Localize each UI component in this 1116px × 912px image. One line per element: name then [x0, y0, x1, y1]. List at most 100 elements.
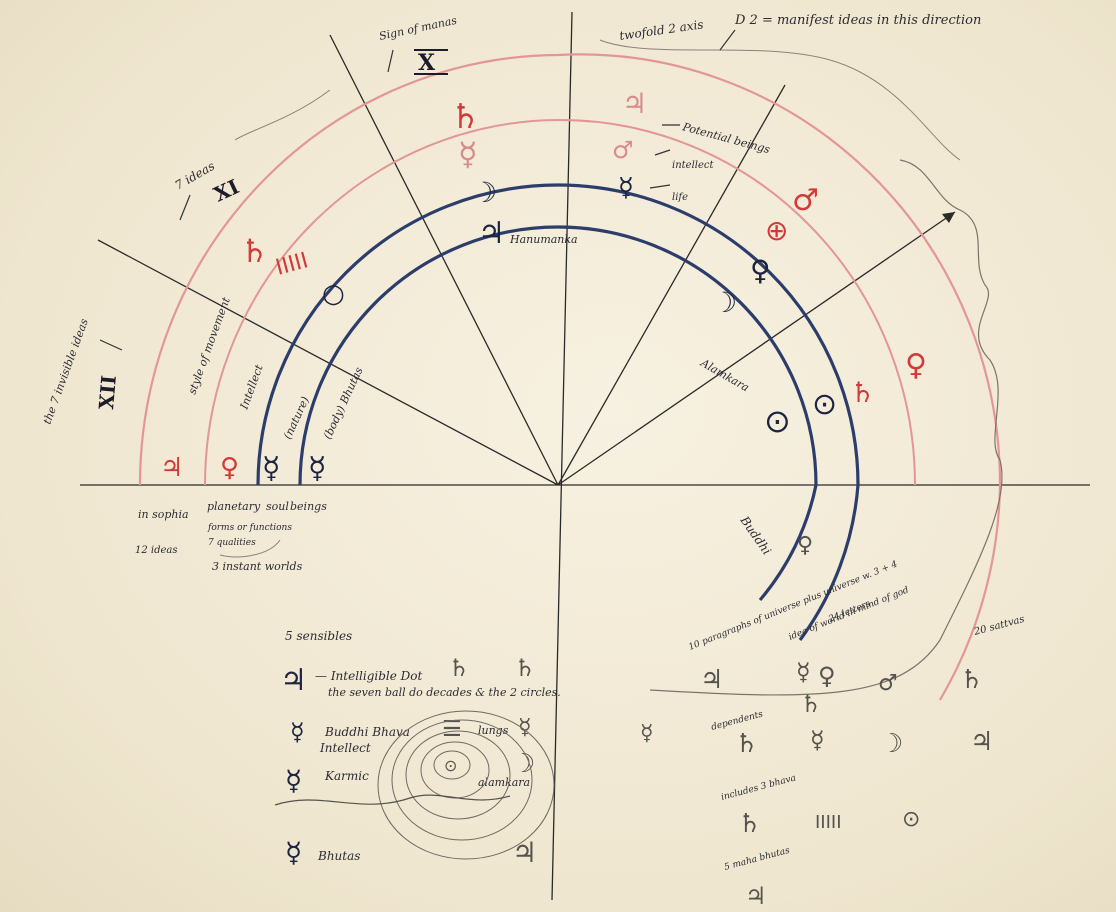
roman-xi: XI: [210, 174, 243, 206]
lingam-label: lungs: [478, 724, 509, 737]
five-maha-bhutas-note: 5 maha bhutas: [723, 846, 791, 873]
mercury-icon: ☿: [796, 658, 811, 686]
saturn-icon: ♄: [735, 729, 758, 759]
rings: [138, 53, 1002, 701]
roman-xii: XII: [94, 374, 121, 410]
lower-bracket: [219, 539, 281, 558]
jupiter-icon: ♃: [478, 216, 505, 251]
mars-icon: ♂: [612, 136, 634, 164]
karmic-label: Karmic: [324, 769, 369, 783]
jupiter-icon: ♃: [745, 882, 767, 910]
mercury-icon: ☿: [810, 726, 825, 754]
axis-lines: [80, 11, 1090, 901]
circle-icon: ○: [322, 279, 345, 309]
arrow-head-icon: [942, 212, 955, 223]
mercury-icon: ☿: [290, 718, 305, 746]
forms-functions-label: forms or functions: [207, 523, 292, 533]
top-bracket: [599, 39, 961, 161]
venus-icon: ♀: [818, 662, 836, 690]
five-sensibles-label: 5 sensibles: [285, 629, 352, 643]
saturn-icon: ♄: [960, 665, 983, 695]
ray-upper-left-1: [329, 34, 559, 486]
saturn-icon: ♄: [448, 654, 470, 682]
earth-icon: ⊕: [765, 214, 788, 247]
saturn-icon: ♄: [800, 690, 822, 718]
sun-icon: ⊙: [764, 402, 791, 440]
life-note: life: [672, 192, 688, 203]
saturn-icon: ♄: [514, 654, 536, 682]
brace-right: [649, 159, 1003, 696]
jupiter-icon: ♃: [970, 727, 993, 757]
twenty-sattvas-note: 20 sattvas: [972, 614, 1026, 638]
venus-icon: ♀: [220, 453, 239, 483]
saturn-icon: ♄: [738, 809, 761, 839]
mars-icon: ♂: [878, 671, 898, 696]
strokes-icon: IIIII: [815, 812, 842, 833]
body-ring-label: (body) Bhutas: [321, 365, 366, 441]
soul-label: soul: [266, 500, 289, 513]
vertical-axis: [551, 11, 573, 901]
jupiter-icon: ♃: [280, 663, 307, 698]
red-ring-inner: [204, 118, 916, 486]
beings-label: beings: [290, 500, 327, 513]
venus-icon: ♀: [797, 533, 813, 558]
saturn-icon: ♄: [850, 376, 875, 409]
jupiter-icon: ♃: [622, 87, 647, 120]
buddhi-bhava-label: Buddhi Bhava: [324, 725, 410, 739]
equiv-icon: ☰: [442, 717, 462, 742]
sun-icon: ⊙: [902, 807, 920, 832]
mercury-icon: ☿: [640, 721, 654, 746]
wave-line: [274, 794, 511, 806]
sun-icon: ⊙: [812, 387, 837, 422]
includes-note: includes 3 bhava: [720, 773, 797, 803]
moon-icon: ☽: [512, 749, 535, 779]
mercury-icon: ☿: [618, 173, 634, 203]
intellect-ring-label: Intellect: [237, 362, 266, 412]
jupiter-icon: ♃: [512, 836, 537, 869]
saturn-icon: ♄: [450, 97, 480, 137]
seven-invisible-ideas-label: the 7 invisible ideas: [41, 317, 91, 426]
mercury-icon: ☿: [458, 135, 478, 173]
planetary-label: planetary: [207, 500, 261, 513]
twofold-label: twofold 2 axis: [618, 17, 704, 43]
intellect-note: intellect: [672, 160, 714, 171]
mercury-icon: ☿: [518, 715, 532, 740]
potential-beings-note: Potential beings: [680, 120, 772, 156]
mercury-icon: ☿: [262, 451, 280, 486]
intelligible-dot-label: — Intelligible Dot: [315, 669, 423, 683]
saturn-icon: ♄: [240, 232, 269, 270]
navy-ring-inner: [298, 225, 818, 602]
navy-ring-outer: [256, 183, 860, 641]
in-sophia-label: in sophia: [138, 508, 189, 521]
seven-decades-label: the seven ball do decades & the 2 circle…: [328, 686, 561, 699]
ray-upper-left-2: [97, 239, 559, 486]
mercury-icon: ☿: [285, 764, 302, 797]
mercury-icon: ☿: [285, 836, 302, 869]
moon-icon: ☽: [712, 286, 737, 319]
strokes-icon: IIIII: [273, 248, 311, 281]
ray-upper-right-1: [557, 84, 786, 486]
twelve-ideas-label: 12 ideas: [135, 545, 178, 556]
style-of-movement-label: style of movement: [186, 295, 233, 396]
three-instant-worlds-label: 3 instant worlds: [212, 560, 303, 573]
jupiter-icon: ♃: [160, 453, 183, 483]
venus-icon: ♀: [750, 254, 771, 287]
alamkara-row-label: alamkara: [478, 776, 530, 789]
sun-icon: ⊙: [444, 756, 457, 775]
moon-icon: ☽: [880, 729, 903, 759]
intellect-row-label: Intellect: [319, 741, 371, 755]
ray-upper-right-2: [557, 211, 956, 486]
moon-icon: ☽: [472, 176, 497, 209]
roman-x: X: [418, 50, 436, 76]
sign-of-manas-label: Sign of manas: [378, 14, 458, 43]
buddhi-label: Buddhi: [737, 513, 774, 558]
mars-icon: ♂: [792, 183, 819, 218]
mercury-icon: ☿: [308, 451, 326, 486]
pencil-arrows: [99, 29, 736, 351]
hanumanka-label: Hanumanka: [509, 233, 578, 246]
left-bracket: [234, 89, 331, 141]
venus-icon: ♀: [905, 348, 927, 383]
jupiter-icon: ♃: [700, 665, 723, 695]
red-ring-outer: [138, 53, 1002, 701]
